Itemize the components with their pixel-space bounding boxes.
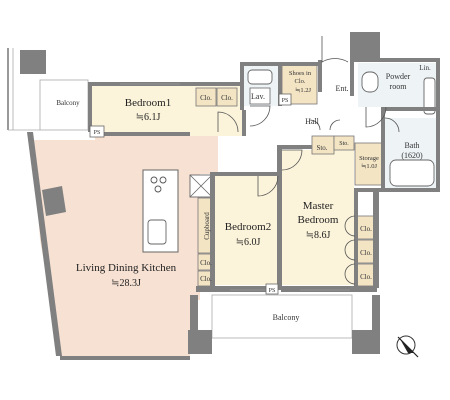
closet-label: Clo. [200, 94, 212, 102]
shoes-label-2: Clo. [294, 78, 305, 85]
bathtub [389, 159, 435, 187]
ps-label: PS [94, 130, 101, 136]
storage-label: Storage [359, 155, 379, 162]
closet-label: Clo. [360, 225, 372, 233]
closet-label: Clo. [360, 273, 372, 281]
closet-label: Clo. [200, 275, 212, 283]
powder-door [365, 106, 387, 128]
storage-area: ≒1.0J [361, 163, 378, 170]
bedroom2-door [257, 175, 279, 197]
sto-label-2: Sto. [339, 141, 349, 147]
bedroom2-area: ≒6.0J [236, 237, 261, 248]
bedroom2-floor [215, 175, 277, 285]
ps-label: PS [282, 98, 289, 104]
windows [120, 83, 350, 291]
master-area: ≒8.6J [306, 230, 331, 241]
shoes-area: ≒1.2J [295, 87, 312, 94]
lav-label: Lav. [251, 92, 265, 101]
stove-burner-1 [150, 176, 158, 184]
balcony-bottom-label: Balcony [273, 313, 300, 322]
ldk-label: Living Dining Kitchen [76, 262, 177, 274]
master-label-2: Bedroom [298, 214, 339, 226]
master-label-1: Master [303, 200, 334, 212]
closet-label: Clo. [200, 259, 212, 267]
bedroom2-label: Bedroom2 [225, 221, 271, 233]
lav-basin [247, 69, 273, 85]
ldk-area: ≒28.3J [111, 278, 141, 289]
sink [147, 219, 167, 245]
bedroom1-door [217, 111, 239, 133]
toilet [361, 71, 379, 93]
closet-label: Clo. [221, 94, 233, 102]
sto-label-1: Sto. [316, 144, 327, 152]
north-arrow-icon [396, 335, 419, 358]
sto-box-2 [333, 135, 355, 151]
stove-burner-2 [159, 176, 167, 184]
labels: Bedroom1 ≒6.1J Clo. Clo. Lav. Shoes in C… [56, 64, 431, 322]
hall-door-right [329, 119, 341, 131]
bedroom1-closet-a [195, 87, 217, 107]
ent-label: Ent. [335, 84, 348, 93]
master-bedroom-floor [282, 150, 354, 285]
closet-door-2 [344, 239, 356, 261]
lin-label: Lin. [419, 64, 431, 72]
bath-door [384, 117, 400, 133]
hall-door-left [309, 119, 321, 131]
ps-label: PS [269, 288, 276, 294]
powder-label-2: room [390, 82, 408, 91]
doors [217, 36, 400, 285]
cupboard-label: Cupboard [203, 212, 211, 240]
balcony-bottom [211, 294, 353, 339]
bath-label: Bath [404, 141, 419, 150]
closet-door-3 [344, 263, 356, 285]
bedroom1-label: Bedroom1 [125, 97, 171, 109]
closet-label: Clo. [360, 249, 372, 257]
bedroom1-area: ≒6.1J [136, 112, 161, 123]
hall-label: Hall [305, 117, 320, 126]
bedroom1-closet-b [216, 87, 238, 107]
bath-size: (1620) [401, 151, 423, 160]
master-door [281, 149, 303, 171]
closet-door-1 [344, 215, 356, 237]
balconies [7, 48, 353, 339]
powder-basin [423, 77, 436, 115]
shoes-label-1: Shoes in [289, 70, 312, 77]
powder-label-1: Powder [386, 72, 411, 81]
balcony-top-label: Balcony [56, 99, 80, 107]
entrance-door [321, 36, 349, 63]
lav-door [249, 105, 271, 127]
washer-pan [249, 87, 271, 105]
fixtures [247, 69, 436, 187]
ps-boxes [89, 93, 292, 295]
stove-burner-3 [154, 185, 162, 193]
